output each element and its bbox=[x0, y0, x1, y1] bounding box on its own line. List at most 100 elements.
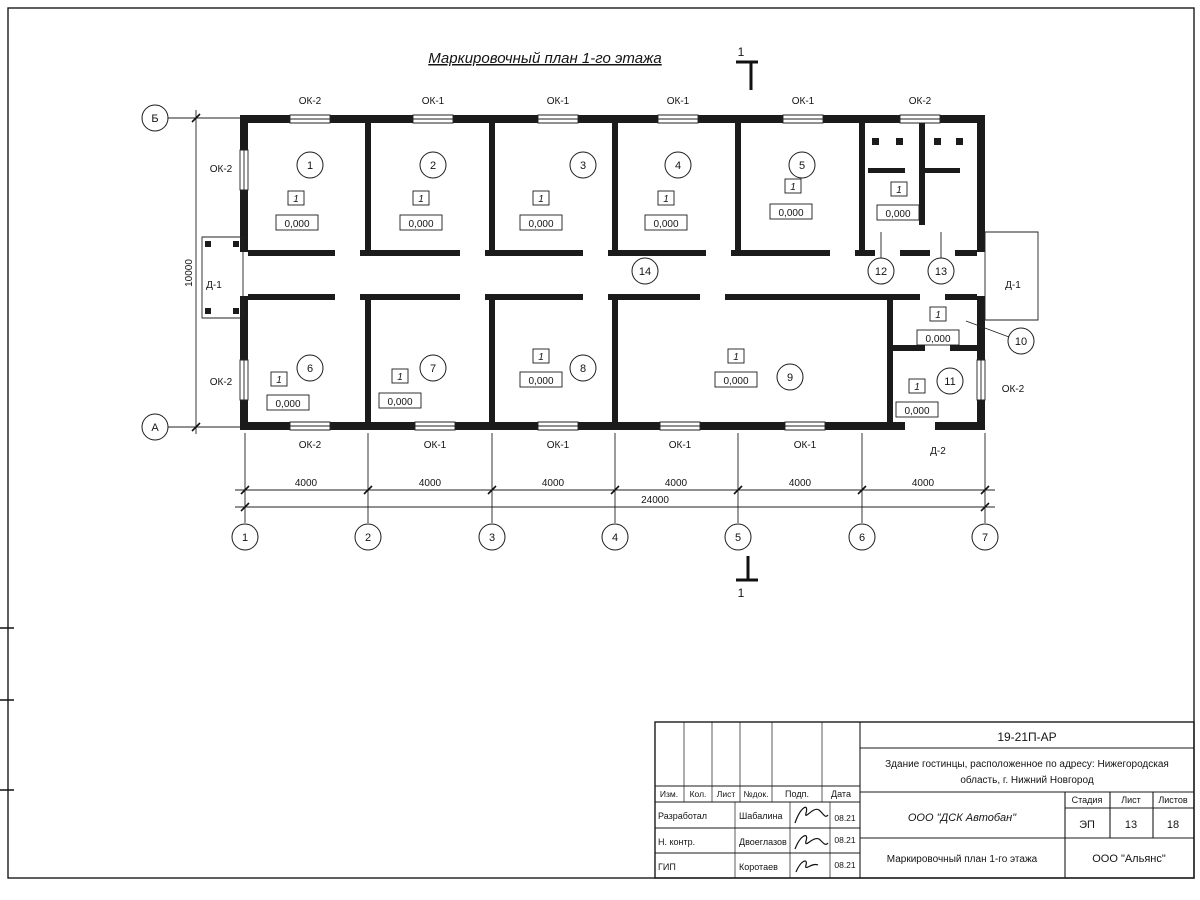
axis-label: Б bbox=[151, 113, 158, 125]
elevation-box bbox=[266, 394, 310, 411]
sheets-label: Листов bbox=[1158, 795, 1187, 805]
floor-type-box bbox=[412, 190, 430, 206]
window-label: ОК-1 bbox=[792, 96, 815, 107]
room-circle bbox=[419, 354, 447, 382]
window-label: ОК-1 bbox=[547, 440, 570, 451]
col-list: Лист bbox=[717, 789, 736, 799]
room-number: 5 bbox=[799, 160, 805, 172]
row2-name: Двоеглазов bbox=[739, 837, 787, 847]
room-circle bbox=[776, 363, 804, 391]
axis-label: 5 bbox=[735, 532, 741, 544]
floor-type: 1 bbox=[663, 194, 669, 205]
section-label-top: 1 bbox=[738, 45, 745, 59]
elevation-box bbox=[916, 329, 960, 346]
room-number: 9 bbox=[787, 372, 793, 384]
room-circle bbox=[296, 151, 324, 179]
room-circle bbox=[1007, 327, 1035, 355]
elevation: 0,000 bbox=[275, 399, 300, 410]
room-number: 1 bbox=[307, 160, 313, 172]
floor-type: 1 bbox=[935, 310, 941, 321]
axis-circle bbox=[141, 413, 169, 441]
axis-label: 1 bbox=[242, 532, 248, 544]
row1-date: 08.21 bbox=[834, 813, 856, 823]
signature-row1 bbox=[794, 806, 829, 824]
room-circle bbox=[936, 367, 964, 395]
floor-type: 1 bbox=[914, 382, 920, 393]
elevation: 0,000 bbox=[925, 334, 950, 345]
axis-circle bbox=[971, 523, 999, 551]
fold-marks bbox=[0, 627, 14, 791]
floor-type-box bbox=[532, 190, 550, 206]
elevation: 0,000 bbox=[653, 219, 678, 230]
elevation-box bbox=[519, 371, 563, 388]
dimensions: 4000 4000 4000 4000 4000 4000 24000 1000… bbox=[184, 259, 935, 506]
room-number: 14 bbox=[639, 266, 651, 278]
stage-value: ЭП bbox=[1079, 819, 1095, 831]
elevation-box bbox=[275, 214, 319, 231]
sheet-label: Лист bbox=[1121, 795, 1141, 805]
elevation-box bbox=[876, 204, 920, 221]
floor-type: 1 bbox=[733, 352, 739, 363]
room-number: 12 bbox=[875, 266, 887, 278]
window-label: ОК-1 bbox=[667, 96, 690, 107]
floor-type-box bbox=[657, 190, 675, 206]
window-glazing-lines bbox=[243, 118, 982, 427]
border-frame bbox=[7, 7, 1195, 879]
sheet-value: 13 bbox=[1125, 819, 1137, 831]
col-podp: Подп. bbox=[785, 789, 809, 799]
room-number: 3 bbox=[580, 160, 586, 172]
dim-total: 24000 bbox=[641, 495, 669, 506]
window-label: ОК-2 bbox=[299, 96, 322, 107]
dimension-ticks bbox=[191, 113, 990, 512]
axis-label: А bbox=[151, 422, 159, 434]
floor-type: 1 bbox=[538, 194, 544, 205]
title-block-frame bbox=[654, 721, 1195, 879]
axis-circle bbox=[724, 523, 752, 551]
floor-type-box bbox=[784, 178, 802, 194]
floor-type-box bbox=[532, 348, 550, 364]
room-number: 13 bbox=[935, 266, 947, 278]
page-title: Маркировочный план 1-го этажа bbox=[428, 50, 661, 67]
elevation-box bbox=[895, 401, 939, 418]
room-number: 2 bbox=[430, 160, 436, 172]
room-circle bbox=[296, 354, 324, 382]
room-number: 6 bbox=[307, 363, 313, 375]
row3-name: Коротаев bbox=[739, 862, 778, 872]
window-label: ОК-1 bbox=[669, 440, 692, 451]
elevation: 0,000 bbox=[528, 376, 553, 387]
floor-markers: 1 0,000 1 0,000 1 0,000 1 0,000 1 0,000 … bbox=[266, 178, 960, 418]
window-openings bbox=[239, 114, 986, 431]
axis-circle bbox=[478, 523, 506, 551]
floor-type: 1 bbox=[293, 194, 299, 205]
elevation-box bbox=[519, 214, 563, 231]
room-circle bbox=[788, 151, 816, 179]
windows bbox=[239, 114, 986, 431]
floor-type: 1 bbox=[418, 194, 424, 205]
axis-label: 4 bbox=[612, 532, 618, 544]
company: ООО "Альянс" bbox=[1092, 853, 1166, 865]
row3-date: 08.21 bbox=[834, 860, 856, 870]
axis-circle bbox=[141, 104, 169, 132]
floor-type-box bbox=[929, 306, 947, 322]
row1-role: Разработал bbox=[658, 811, 707, 821]
dim-segment: 4000 bbox=[419, 478, 442, 489]
room-circle bbox=[569, 354, 597, 382]
door-label: Д-1 bbox=[1005, 280, 1021, 291]
sheet-frame bbox=[0, 7, 1195, 879]
room-circles: 1 2 3 4 5 6 7 8 9 10 11 12 13 14 bbox=[296, 151, 1035, 395]
floor-type: 1 bbox=[397, 372, 403, 383]
contractor: ООО "ДСК Автобан" bbox=[908, 812, 1017, 824]
axis-label: 7 bbox=[982, 532, 988, 544]
signature-row2 bbox=[794, 835, 829, 850]
axis-label: 6 bbox=[859, 532, 865, 544]
dim-segment: 4000 bbox=[542, 478, 565, 489]
col-data: Дата bbox=[831, 789, 851, 799]
dim-height: 10000 bbox=[184, 259, 195, 287]
elevation-box bbox=[769, 203, 813, 220]
col-izm: Изм. bbox=[660, 789, 678, 799]
elevation: 0,000 bbox=[885, 209, 910, 220]
title-block: 19-21П-АР Здание гостинцы, расположенное… bbox=[654, 721, 1195, 879]
title-block-thin-lines bbox=[683, 722, 831, 878]
